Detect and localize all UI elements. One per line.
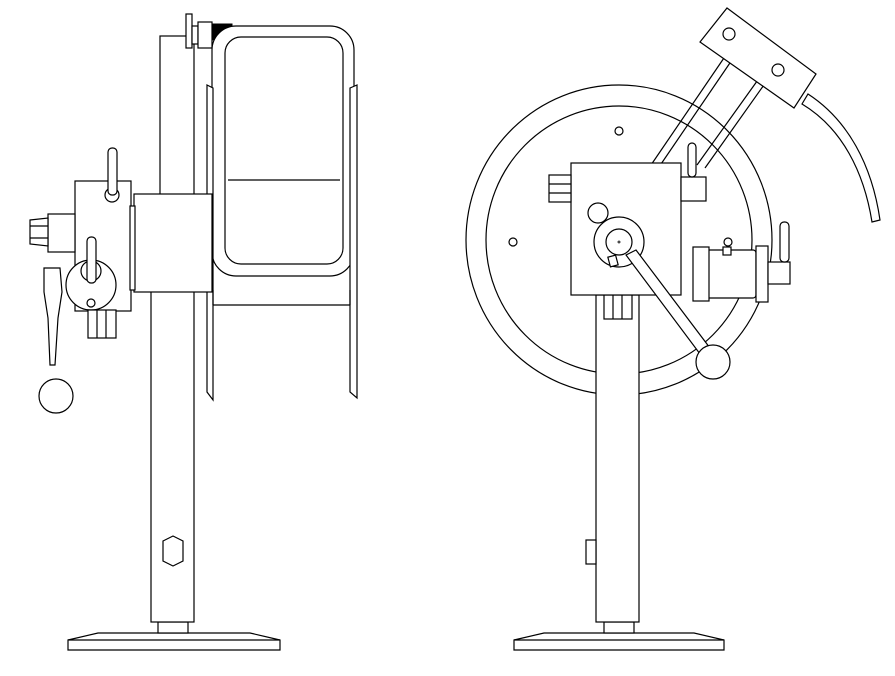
side-view bbox=[29, 13, 358, 651]
front-cylinder bbox=[692, 221, 791, 303]
hex-nut bbox=[162, 535, 184, 567]
side-hub-block bbox=[133, 193, 213, 293]
top-bracket bbox=[699, 7, 817, 109]
front-lever bbox=[625, 249, 731, 380]
side-lever bbox=[38, 236, 117, 414]
front-base-plate bbox=[513, 621, 725, 651]
side-column bbox=[150, 35, 195, 623]
side-base-plate bbox=[67, 621, 281, 651]
front-lever-knob bbox=[695, 344, 731, 380]
lever-knob bbox=[38, 378, 74, 414]
side-wheel-frame bbox=[206, 25, 358, 402]
side-clamp-body bbox=[29, 147, 136, 312]
front-column bbox=[585, 294, 640, 623]
front-arm bbox=[650, 7, 881, 223]
front-clamp-body bbox=[548, 142, 707, 296]
front-view bbox=[465, 7, 881, 651]
